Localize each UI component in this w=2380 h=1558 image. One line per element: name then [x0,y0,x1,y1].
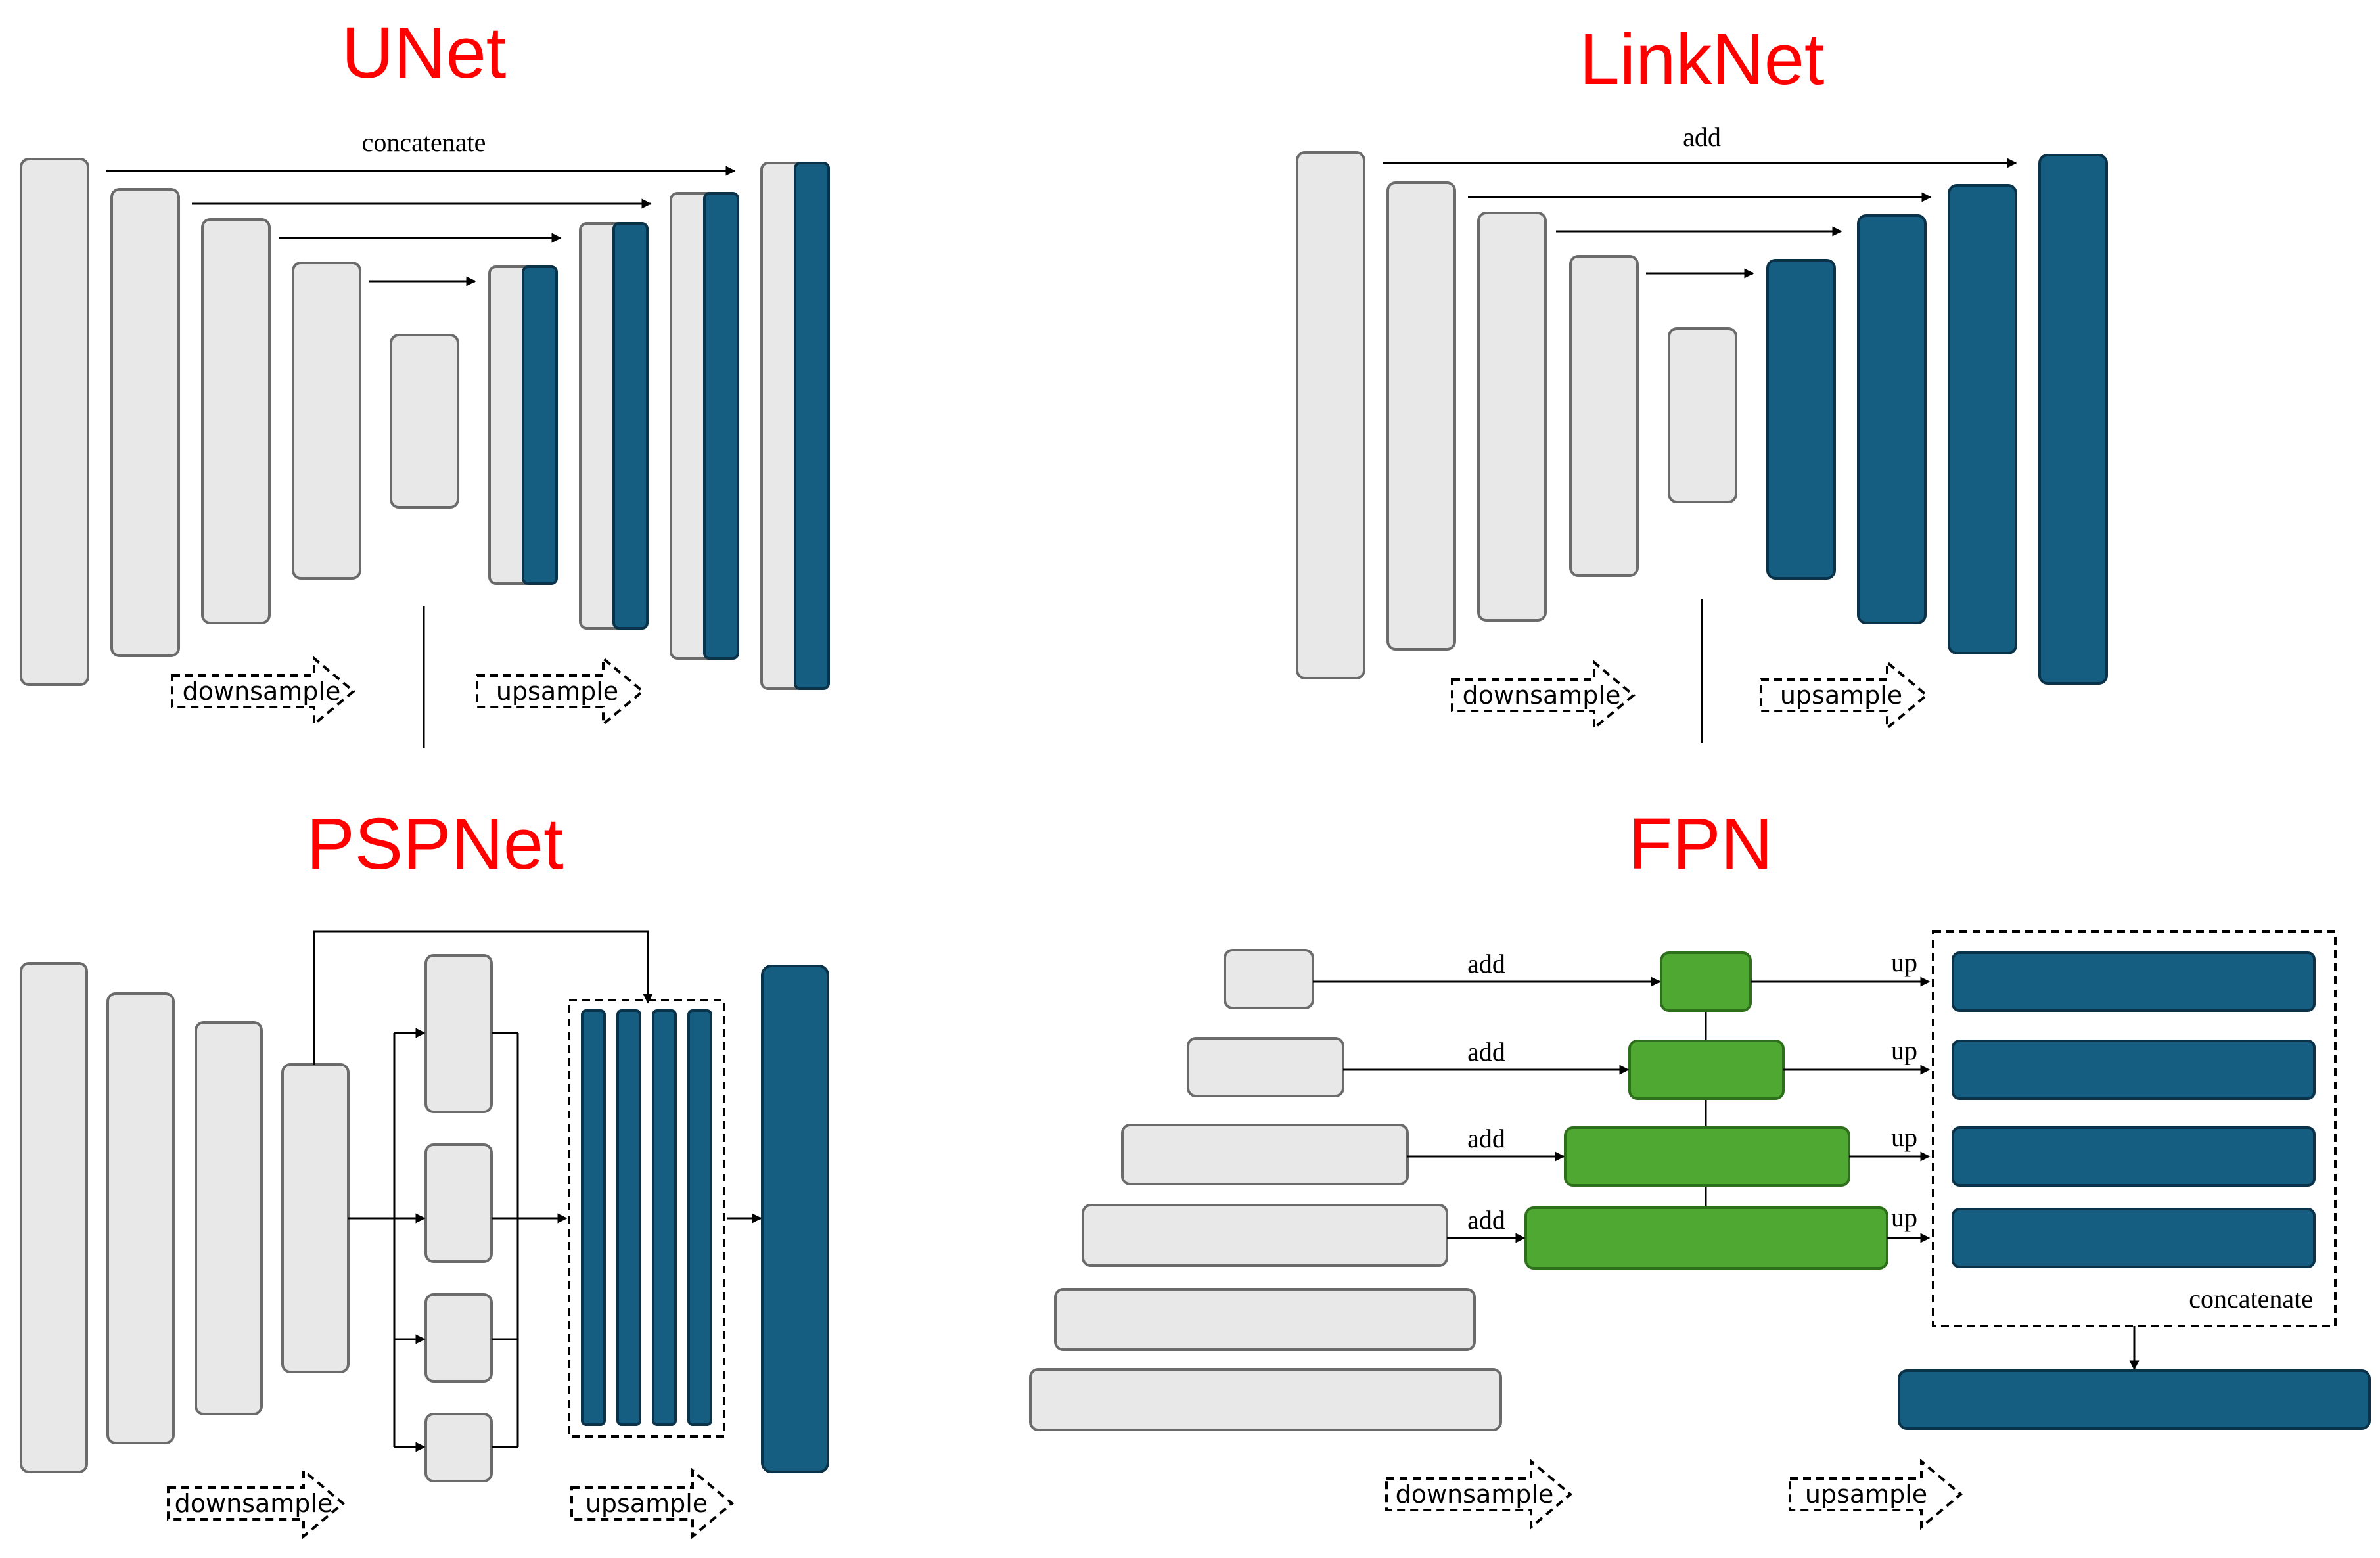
linknet-decoder-block [1948,184,2017,654]
linknet-decoder-block [2038,154,2108,685]
pspnet-downsample-label: downsample [175,1489,333,1518]
unet-encoder-block [110,188,180,657]
pspnet-output-block [761,965,829,1473]
fpn-add-label: add [1467,1037,1505,1066]
pspnet-upsample-label: upsample [585,1489,708,1518]
pspnet-panel: PSPNet [20,804,829,1540]
pspnet-pool-block [424,954,493,1113]
unet-panel: UNet concatenate [20,12,830,748]
unet-decoder-block [488,265,558,585]
pspnet-upsampled-map [687,1009,712,1426]
fpn-add-label: add [1467,1124,1505,1153]
fpn-add-label: add [1467,949,1505,978]
linknet-decoder-block [1857,214,1927,624]
linknet-title: LinkNet [1580,19,1825,100]
fpn-pyramid-block [1660,951,1752,1012]
fpn-upsample-arrow [1789,1458,1963,1530]
fpn-encoder-block [1054,1288,1476,1351]
fpn-pyramid-block [1564,1126,1850,1187]
pspnet-connectors [313,930,762,1452]
pspnet-upsampled-map [616,1009,641,1426]
pspnet-pool-block [424,1413,493,1482]
linknet-bottleneck-block [1668,327,1737,503]
pspnet-pool-block [424,1293,493,1383]
fpn-upsampled-map [1952,951,2316,1012]
linknet-downsample-label: downsample [1463,681,1621,710]
unet-decoder-block [579,222,649,630]
fpn-upsampled-map [1952,1208,2316,1268]
linknet-downsample-arrow [1451,659,1636,731]
fpn-up-label: up [1891,948,1917,977]
linknet-encoder-block [1296,151,1365,679]
unet-encoder-block [292,262,361,580]
fpn-upsample-label: upsample [1805,1480,1927,1509]
unet-downsample-arrow [171,655,356,727]
pspnet-upsampled-map [652,1009,677,1426]
fpn-up-label: up [1891,1036,1917,1065]
pspnet-encoder-block [20,962,88,1473]
fpn-pyramid-block [1628,1040,1785,1100]
fpn-up-label: up [1891,1122,1917,1152]
fpn-encoder-block [1121,1124,1409,1185]
pspnet-upsample-arrow [570,1467,735,1540]
fpn-output-block [1898,1369,2371,1430]
unet-downsample-label: downsample [183,677,341,706]
unet-skip-label: concatenate [362,127,486,157]
fpn-upsampled-map [1952,1126,2316,1187]
pspnet-upsampled-map [581,1009,606,1426]
fpn-concat-group [1932,930,2337,1327]
fpn-up-label: up [1891,1203,1917,1232]
linknet-encoder-block [1477,212,1547,622]
unet-upsample-arrow [476,655,645,727]
linknet-encoder-block [1386,181,1456,651]
linknet-decoder-block [1766,259,1836,580]
linknet-skip-label: add [1683,122,1721,152]
unet-decoder-block [760,162,830,690]
unet-upsample-label: upsample [496,677,618,706]
pspnet-upsample-group [568,999,725,1438]
pspnet-encoder-block [195,1021,263,1415]
linknet-upsample-arrow [1760,659,1929,731]
unet-title: UNet [342,12,507,93]
linknet-encoder-block [1569,255,1639,577]
unet-decoder-block [670,192,739,660]
pspnet-encoder-block [106,992,175,1444]
fpn-add-label: add [1467,1205,1505,1235]
pspnet-pool-block [424,1143,493,1263]
fpn-downsample-label: downsample [1396,1480,1554,1509]
fpn-upsampled-map [1952,1040,2316,1100]
fpn-pyramid-block [1524,1206,1888,1270]
linknet-upsample-label: upsample [1780,681,1902,710]
fpn-encoder-block [1082,1204,1448,1267]
pspnet-downsample-arrow [167,1467,346,1540]
linknet-panel: LinkNet add downsample upsample [1296,19,2108,743]
fpn-encoder-block [1224,949,1314,1009]
fpn-encoder-block [1029,1368,1502,1431]
unet-bottleneck-block [390,334,459,509]
fpn-title: FPN [1628,804,1773,884]
fpn-encoder-block [1187,1037,1344,1097]
unet-encoder-block [20,158,89,686]
pspnet-encoder-block [281,1063,350,1373]
fpn-panel: FPN add add add add up up up up [1029,804,2371,1530]
pspnet-title: PSPNet [306,804,563,884]
fpn-concat-label: concatenate [2189,1284,2313,1314]
fpn-downsample-arrow [1385,1458,1573,1530]
unet-encoder-block [201,218,271,624]
